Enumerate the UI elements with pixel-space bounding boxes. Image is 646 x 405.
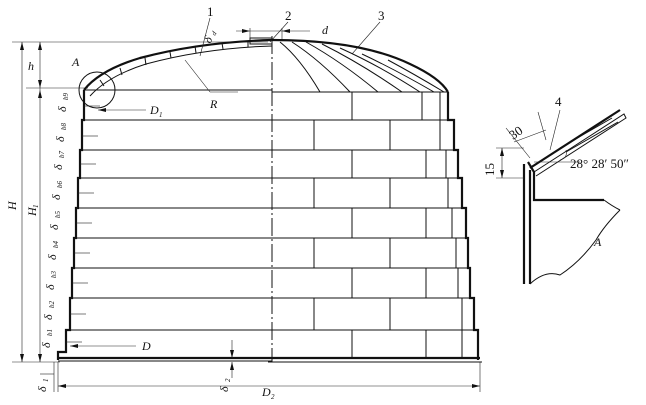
label-delta-d-sub: d: [210, 30, 219, 37]
thickness-sub: b6: [56, 181, 64, 189]
callout-2: 2: [285, 8, 292, 23]
shell-exterior-right: [268, 38, 482, 363]
label-A-detail: A: [593, 235, 602, 249]
callout-3: 3: [378, 8, 385, 23]
callout-4: 4: [555, 94, 562, 109]
callout-1: 1: [207, 4, 214, 19]
roof-section: [83, 37, 273, 97]
bottom-dimensions: [40, 340, 481, 392]
label-D1-sub: 1: [159, 111, 163, 119]
label-delta1: δ: [35, 386, 49, 392]
label-delta2: δ: [217, 386, 231, 392]
thickness-sub: b8: [60, 123, 68, 131]
label-D1: D: [149, 103, 159, 117]
detail-circle-A: [78, 71, 116, 109]
thickness-sub: b4: [52, 241, 60, 249]
thickness-label: δ: [51, 164, 65, 170]
label-h: h: [28, 59, 34, 73]
thickness-sub: b1: [46, 329, 54, 336]
thickness-label: δ: [39, 342, 53, 348]
label-A: A: [71, 55, 80, 69]
label-delta1-sub: 1: [42, 379, 50, 383]
label-D2: D: [261, 385, 271, 399]
label-H1-sub: 1: [32, 205, 40, 209]
thickness-label: δ: [41, 314, 55, 320]
thickness-sub: b9: [62, 93, 70, 101]
thickness-label: δ: [45, 254, 59, 260]
detail-angle: 28° 28′ 50″: [570, 156, 629, 171]
label-R: R: [209, 97, 218, 111]
label-H1: H: [25, 206, 39, 217]
label-D2-sub: 2: [271, 393, 275, 401]
thickness-label: δ: [55, 106, 69, 112]
thickness-sub: b5: [54, 211, 62, 219]
label-H: H: [5, 200, 19, 211]
thickness-label: δ: [49, 194, 63, 200]
detail-dim-15: 15: [482, 163, 497, 176]
detail-dim-30: 30: [506, 123, 525, 143]
thickness-label: δ: [43, 284, 57, 290]
detail-view-A: [496, 109, 627, 285]
shell-thickness-labels: δ b9 δ b8 δ b7 δ b6 δ b5 δ b4 δ b3 δ b2 …: [39, 93, 70, 349]
label-D: D: [141, 339, 151, 353]
thickness-label: δ: [47, 224, 61, 230]
thickness-sub: b7: [58, 151, 66, 159]
label-delta2-sub: 2: [224, 378, 232, 382]
thickness-sub: b2: [48, 301, 56, 309]
thickness-label: δ: [53, 136, 67, 142]
thickness-sub: b3: [50, 271, 58, 279]
label-d: d: [322, 23, 329, 37]
